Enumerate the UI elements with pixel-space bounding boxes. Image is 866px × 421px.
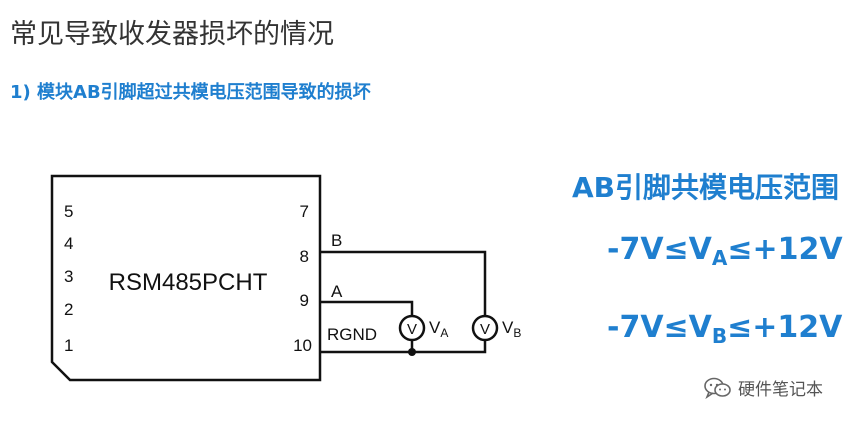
range-line-a-prefix: -7V≤V bbox=[607, 232, 712, 267]
left-pin-2: 2 bbox=[64, 300, 73, 319]
voltmeter-vb-label: VB bbox=[502, 318, 521, 340]
right-pin-7: 7 bbox=[300, 202, 309, 221]
wechat-icon bbox=[704, 377, 731, 399]
range-line-b-suffix: ≤+12V bbox=[727, 310, 843, 345]
range-line-b: -7V≤VB≤+12V bbox=[607, 310, 842, 348]
wire-a bbox=[320, 300, 414, 315]
wire-rgnd bbox=[320, 341, 487, 354]
watermark-text: 硬件笔记本 bbox=[738, 380, 823, 400]
range-line-a-suffix: ≤+12V bbox=[727, 232, 843, 267]
range-line-b-prefix: -7V≤V bbox=[607, 310, 712, 345]
voltmeter-va-label-sub: A bbox=[440, 326, 448, 340]
voltmeter-vb-icon bbox=[471, 314, 499, 342]
range-line-b-sub: B bbox=[711, 324, 728, 348]
left-pin-1: 1 bbox=[64, 336, 73, 355]
voltmeter-vb-symbol: V bbox=[480, 321, 490, 338]
right-pin-9: 9 bbox=[300, 291, 309, 310]
left-pin-5: 5 bbox=[64, 202, 73, 221]
voltmeter-va-label: VA bbox=[429, 318, 448, 340]
range-line-a: -7V≤VA≤+12V bbox=[607, 232, 843, 270]
voltmeter-va-symbol: V bbox=[407, 321, 417, 338]
voltmeter-vb-label-main: V bbox=[502, 318, 514, 337]
module-name: RSM485PCHT bbox=[109, 269, 268, 296]
wire-b bbox=[320, 250, 487, 315]
module-body bbox=[50, 174, 322, 382]
watermark: 硬件笔记本 bbox=[704, 375, 823, 400]
range-title: AB引脚共模电压范围 bbox=[572, 171, 840, 204]
voltmeter-va-icon bbox=[398, 314, 426, 342]
signal-rgnd-label: RGND bbox=[327, 325, 377, 344]
voltmeter-va-label-main: V bbox=[429, 318, 441, 337]
right-pin-10: 10 bbox=[293, 336, 312, 355]
range-line-a-sub: A bbox=[711, 246, 728, 270]
left-pin-4: 4 bbox=[64, 234, 73, 253]
left-pin-3: 3 bbox=[64, 267, 73, 286]
signal-a-label: A bbox=[331, 282, 343, 301]
voltmeter-vb-label-sub: B bbox=[513, 326, 521, 340]
right-pin-8: 8 bbox=[300, 247, 309, 266]
ground-junction-dot bbox=[408, 348, 416, 356]
signal-b-label: B bbox=[331, 231, 342, 250]
section-subtitle: 1) 模块AB引脚超过共模电压范围导致的损坏 bbox=[10, 82, 371, 103]
page-title: 常见导致收发器损坏的情况 bbox=[10, 19, 334, 50]
